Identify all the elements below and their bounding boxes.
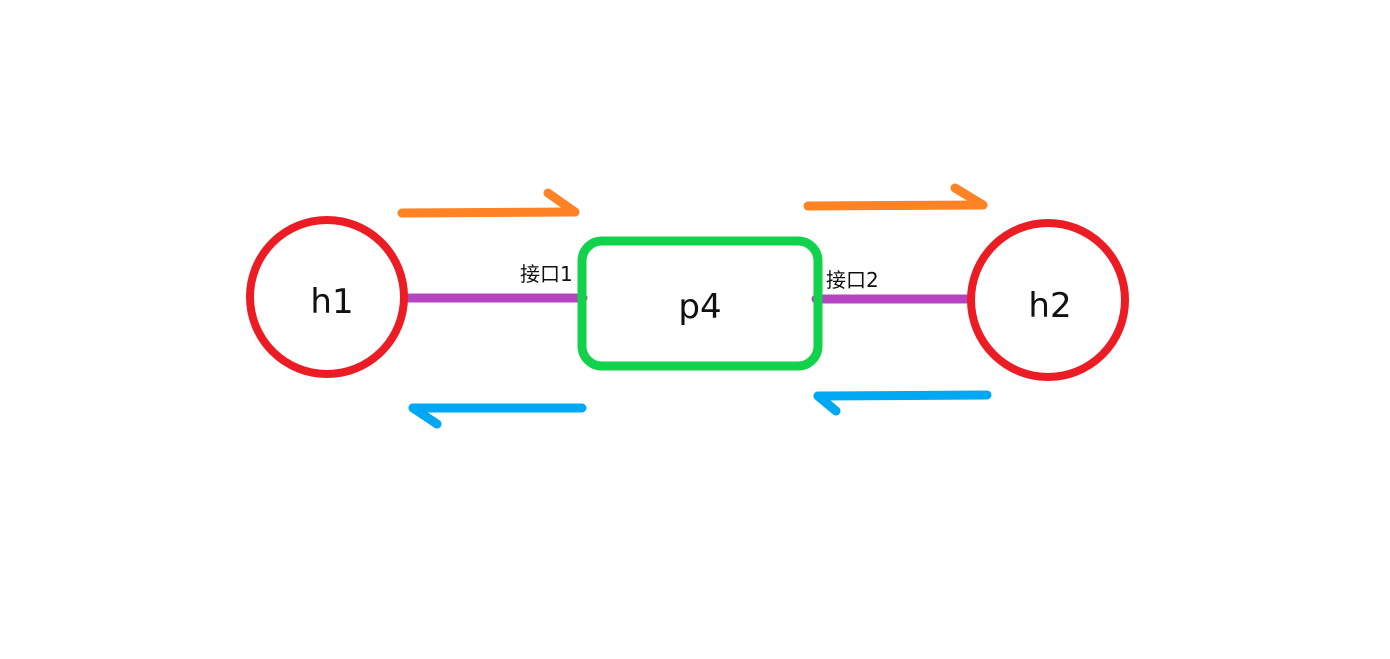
switch-p4-box xyxy=(577,236,823,371)
return-arrow-p4-to-h1 xyxy=(408,403,587,429)
host-h1-label: h1 xyxy=(310,282,353,322)
host-h1-circle xyxy=(246,216,408,378)
forward-arrow-p4-to-h2 xyxy=(803,183,988,211)
return-arrow-h2-to-p4 xyxy=(813,390,992,416)
port-2-label: 接口2 xyxy=(826,268,879,292)
port-1-label: 接口1 xyxy=(520,262,573,286)
host-h2-label: h2 xyxy=(1028,286,1071,326)
forward-arrow-h1-to-p4 xyxy=(397,188,580,218)
switch-p4-label: p4 xyxy=(678,287,721,327)
host-h2-circle xyxy=(967,219,1129,381)
